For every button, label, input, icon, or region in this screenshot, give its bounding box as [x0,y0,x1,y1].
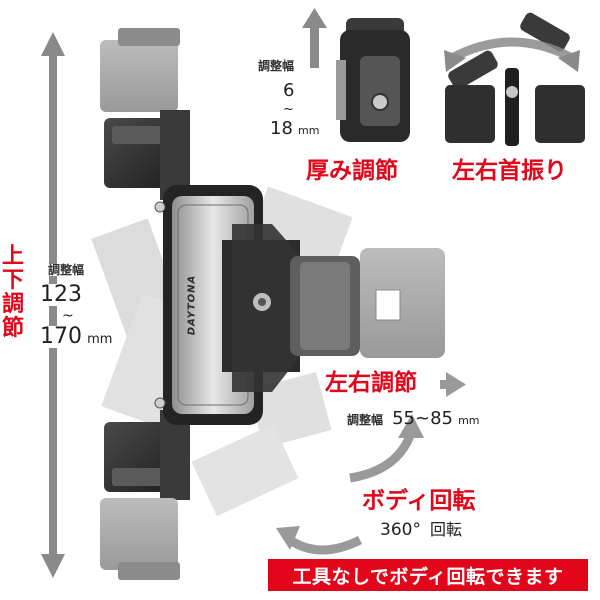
thickness-range-max: 18 [270,118,293,139]
thickness-range-label: 調整幅 [258,59,295,73]
vertical-range-max: 170 [40,324,82,349]
vertical-range-label: 調整幅 [48,263,85,277]
rotation-value-row: 360° 回転 [380,522,462,539]
thickness-range-max-row: 18 mm [270,120,319,138]
swing-inset [445,12,585,146]
swing-title: 左右首振り [452,158,567,184]
right-clamp-ghost [360,248,445,358]
vertical-range-unit: mm [87,332,113,347]
horizontal-range-value: 55~85 [392,408,453,429]
rotation-title: ボディ回転 [362,488,476,514]
horizontal-range-unit: mm [458,414,480,427]
vertical-title-char-2: 下 [2,268,25,293]
swing-arc-arrow [444,37,580,72]
bottom-arm-ghost [100,498,180,580]
banner-text: 工具なしでボディ回転できます [292,565,564,588]
center-plate [222,224,300,392]
rotation-arrow-lower [276,526,363,555]
bottom-arm [104,410,190,500]
vertical-title-char-3: 調 [2,292,25,317]
horizontal-adjust-title: 左右調節 [325,370,417,396]
vertical-title-char-4: 節 [2,316,25,341]
top-arm-ghost [100,28,180,112]
horizontal-adjust-arrow [440,372,466,397]
vertical-title-char-1: 上 [2,244,25,269]
thickness-title: 厚み調節 [306,158,398,184]
thickness-arrow [302,8,327,68]
thickness-range-tilde: ~ [283,102,294,117]
vertical-adjust-title: 上 下 調 節 [2,246,24,340]
thickness-range-min: 6 [283,80,295,101]
brand-logo-text: DAYTONA [186,274,198,336]
rotation-value: 360° [380,520,421,540]
thickness-inset [336,18,410,142]
rotation-arrow-upper [349,414,424,483]
top-arm [104,110,190,200]
horizontal-range-row: 調整幅 55~85 mm [347,410,480,428]
thickness-range-unit: mm [298,124,320,137]
vertical-range-max-row: 170 mm [40,324,113,349]
horizontal-range-label: 調整幅 [347,413,384,427]
vertical-range-min: 123 [40,282,82,307]
rotation-suffix: 回転 [430,520,463,539]
right-clamp [290,256,360,356]
vertical-range-tilde: ~ [62,308,74,324]
brand-logo: DAYTONA [186,274,198,336]
tool-free-rotation-banner: 工具なしでボディ回転できます [268,559,588,591]
